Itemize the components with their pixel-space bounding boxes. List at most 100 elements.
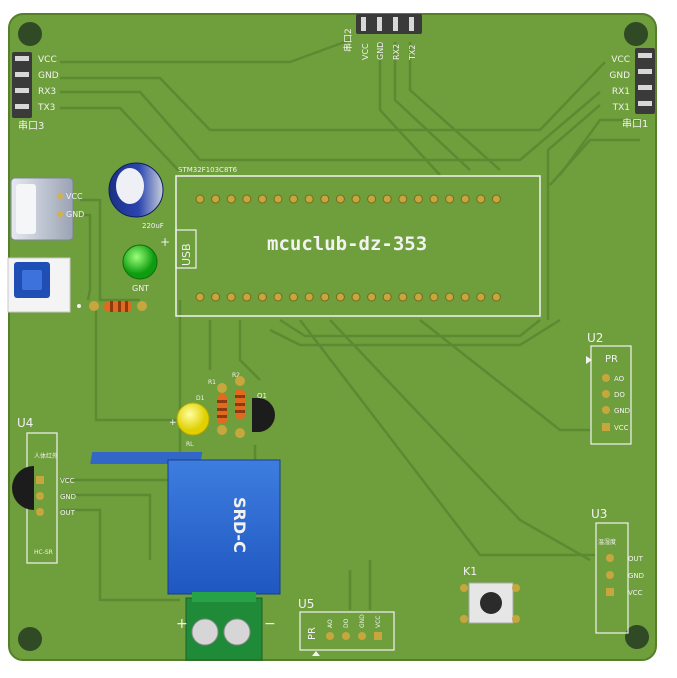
button-ref: K1 (463, 565, 477, 578)
mcu-pin-pad (476, 292, 486, 302)
terminal-minus: − (264, 616, 276, 632)
screw-terminal[interactable]: + − (176, 592, 276, 661)
mcu-pin-pad (289, 194, 299, 204)
mcu-pin-pad (211, 292, 221, 302)
uart2-header[interactable]: 串口2 VCC GND RX2 TX2 (343, 14, 422, 61)
mcu-pin-pad (413, 292, 423, 302)
mcu-pin-pad (257, 194, 267, 204)
mcu-header-label: STM32F103C8T6 (178, 166, 238, 174)
uart2-pin-gnd: GND (376, 42, 385, 60)
mcu-pin-pad (351, 292, 361, 302)
resistor-power-led (89, 301, 147, 312)
svg-text:+: + (169, 418, 177, 428)
board-title: mcuclub-dz-353 (267, 233, 427, 255)
u2-pin-gnd: GND (614, 407, 630, 415)
u3-ref: U3 (591, 507, 607, 521)
mcu-pin-pad (476, 194, 486, 204)
mcu-pin-pad (226, 292, 236, 302)
u2-pin-ao: AO (614, 375, 625, 383)
u5-pin-vcc: VCC (375, 616, 382, 628)
uart2-pin-rx: RX2 (392, 44, 401, 60)
u5-pin-do: DO (343, 618, 350, 628)
uart1-label: 串口1 (622, 118, 648, 130)
mcu-pin-pad (398, 292, 408, 302)
uart1-pin-vcc: VCC (611, 55, 630, 65)
mcu-pin-pad (445, 292, 455, 302)
mcu-module: STM32F103C8T6 USB mcuclub-dz-353 (175, 166, 541, 317)
u5-pin-ao: AO (327, 619, 334, 628)
module-u3[interactable]: U3 温湿度 OUT GND VCC (591, 507, 644, 634)
mcu-pin-pad (320, 194, 330, 204)
uart1-header[interactable]: VCC GND RX1 TX1 串口1 (609, 48, 655, 130)
uart2-pin-vcc: VCC (361, 43, 370, 60)
mcu-pin-pad (320, 292, 330, 302)
mcu-pin-pad (382, 194, 392, 204)
module-u2[interactable]: U2 PR AO DO GND VCC (586, 331, 632, 445)
u4-pin-gnd: GND (60, 493, 76, 501)
mcu-pin-pad (226, 194, 236, 204)
u4-ref: U4 (17, 416, 33, 430)
mcu-pin-pad (211, 194, 221, 204)
resistor-r1-label: R1 (208, 379, 216, 386)
u2-title: PR (605, 354, 618, 365)
power-led: GNT (122, 244, 158, 293)
relay-srd[interactable]: SRD-C (90, 452, 281, 595)
push-button-k1[interactable]: K1 (460, 565, 520, 624)
u5-ref: U5 (298, 597, 314, 611)
uart3-pin-gnd: GND (38, 71, 59, 81)
u2-pin-vcc: VCC (614, 424, 629, 432)
mcu-pin-pad (195, 194, 205, 204)
capacitor-value: 220uF (142, 222, 164, 230)
mcu-pin-pad (195, 292, 205, 302)
usb-c-connector[interactable]: VCC GND (10, 177, 84, 241)
mcu-pin-pad (382, 292, 392, 302)
mcu-pin-pad (429, 194, 439, 204)
electrolytic-capacitor: 220uF + (108, 162, 170, 249)
mcu-pin-pad (304, 194, 314, 204)
mcu-pin-pad (289, 292, 299, 302)
mcu-pins-top (195, 194, 501, 204)
resistor-r2-label: R2 (232, 372, 240, 379)
mcu-pin-pad (242, 194, 252, 204)
u2-ref: U2 (587, 331, 603, 345)
uart1-pin-gnd: GND (609, 71, 630, 81)
u3-pin-out: OUT (628, 555, 644, 563)
mcu-pin-pad (398, 194, 408, 204)
uart3-label: 串口3 (18, 120, 44, 132)
mounting-holes (18, 22, 649, 651)
u4-pin-out: OUT (60, 509, 76, 517)
uart2-label: 串口2 (343, 28, 354, 52)
uart1-pin-rx: RX1 (612, 87, 630, 97)
transistor-label: Q1 (257, 392, 267, 400)
mcu-pin-pad (351, 194, 361, 204)
copper-traces (60, 38, 640, 610)
mcu-pin-pad (491, 292, 501, 302)
mcu-pin-pad (257, 292, 267, 302)
uart3-header[interactable]: VCC GND RX3 TX3 串口3 (12, 52, 59, 132)
u5-pin-gnd: GND (359, 614, 366, 628)
led-d1: D1 + RL (169, 395, 210, 448)
resistors-r1-r2: R1 R2 (208, 372, 245, 438)
uart1-pin-tx: TX1 (612, 103, 630, 113)
uart3-pin-tx: TX3 (37, 103, 55, 113)
module-u5[interactable]: U5 PR AO DO GND VCC (298, 597, 395, 656)
mcu-pin-pad (335, 292, 345, 302)
u5-title: PR (307, 627, 318, 640)
u4-pin-vcc: VCC (60, 477, 75, 485)
led-d1-sub: RL (186, 441, 194, 448)
usb-pin-gnd: GND (66, 210, 84, 219)
u4-title: 人体红外 (34, 452, 58, 460)
module-u4[interactable]: U4 人体红外 VCC GND OUT HC-SR (12, 416, 76, 564)
terminal-plus: + (176, 616, 188, 632)
u3-pin-vcc: VCC (628, 589, 643, 597)
mcu-pin-pad (304, 292, 314, 302)
u3-title: 温湿度 (598, 538, 616, 546)
uart3-pin-rx: RX3 (38, 87, 56, 97)
capacitor-polarity: + (160, 235, 170, 249)
power-switch[interactable] (7, 257, 81, 313)
mcu-pin-pad (273, 292, 283, 302)
usb-pin-vcc: VCC (66, 192, 83, 201)
mcu-pin-pad (429, 292, 439, 302)
power-led-label: GNT (132, 284, 149, 293)
